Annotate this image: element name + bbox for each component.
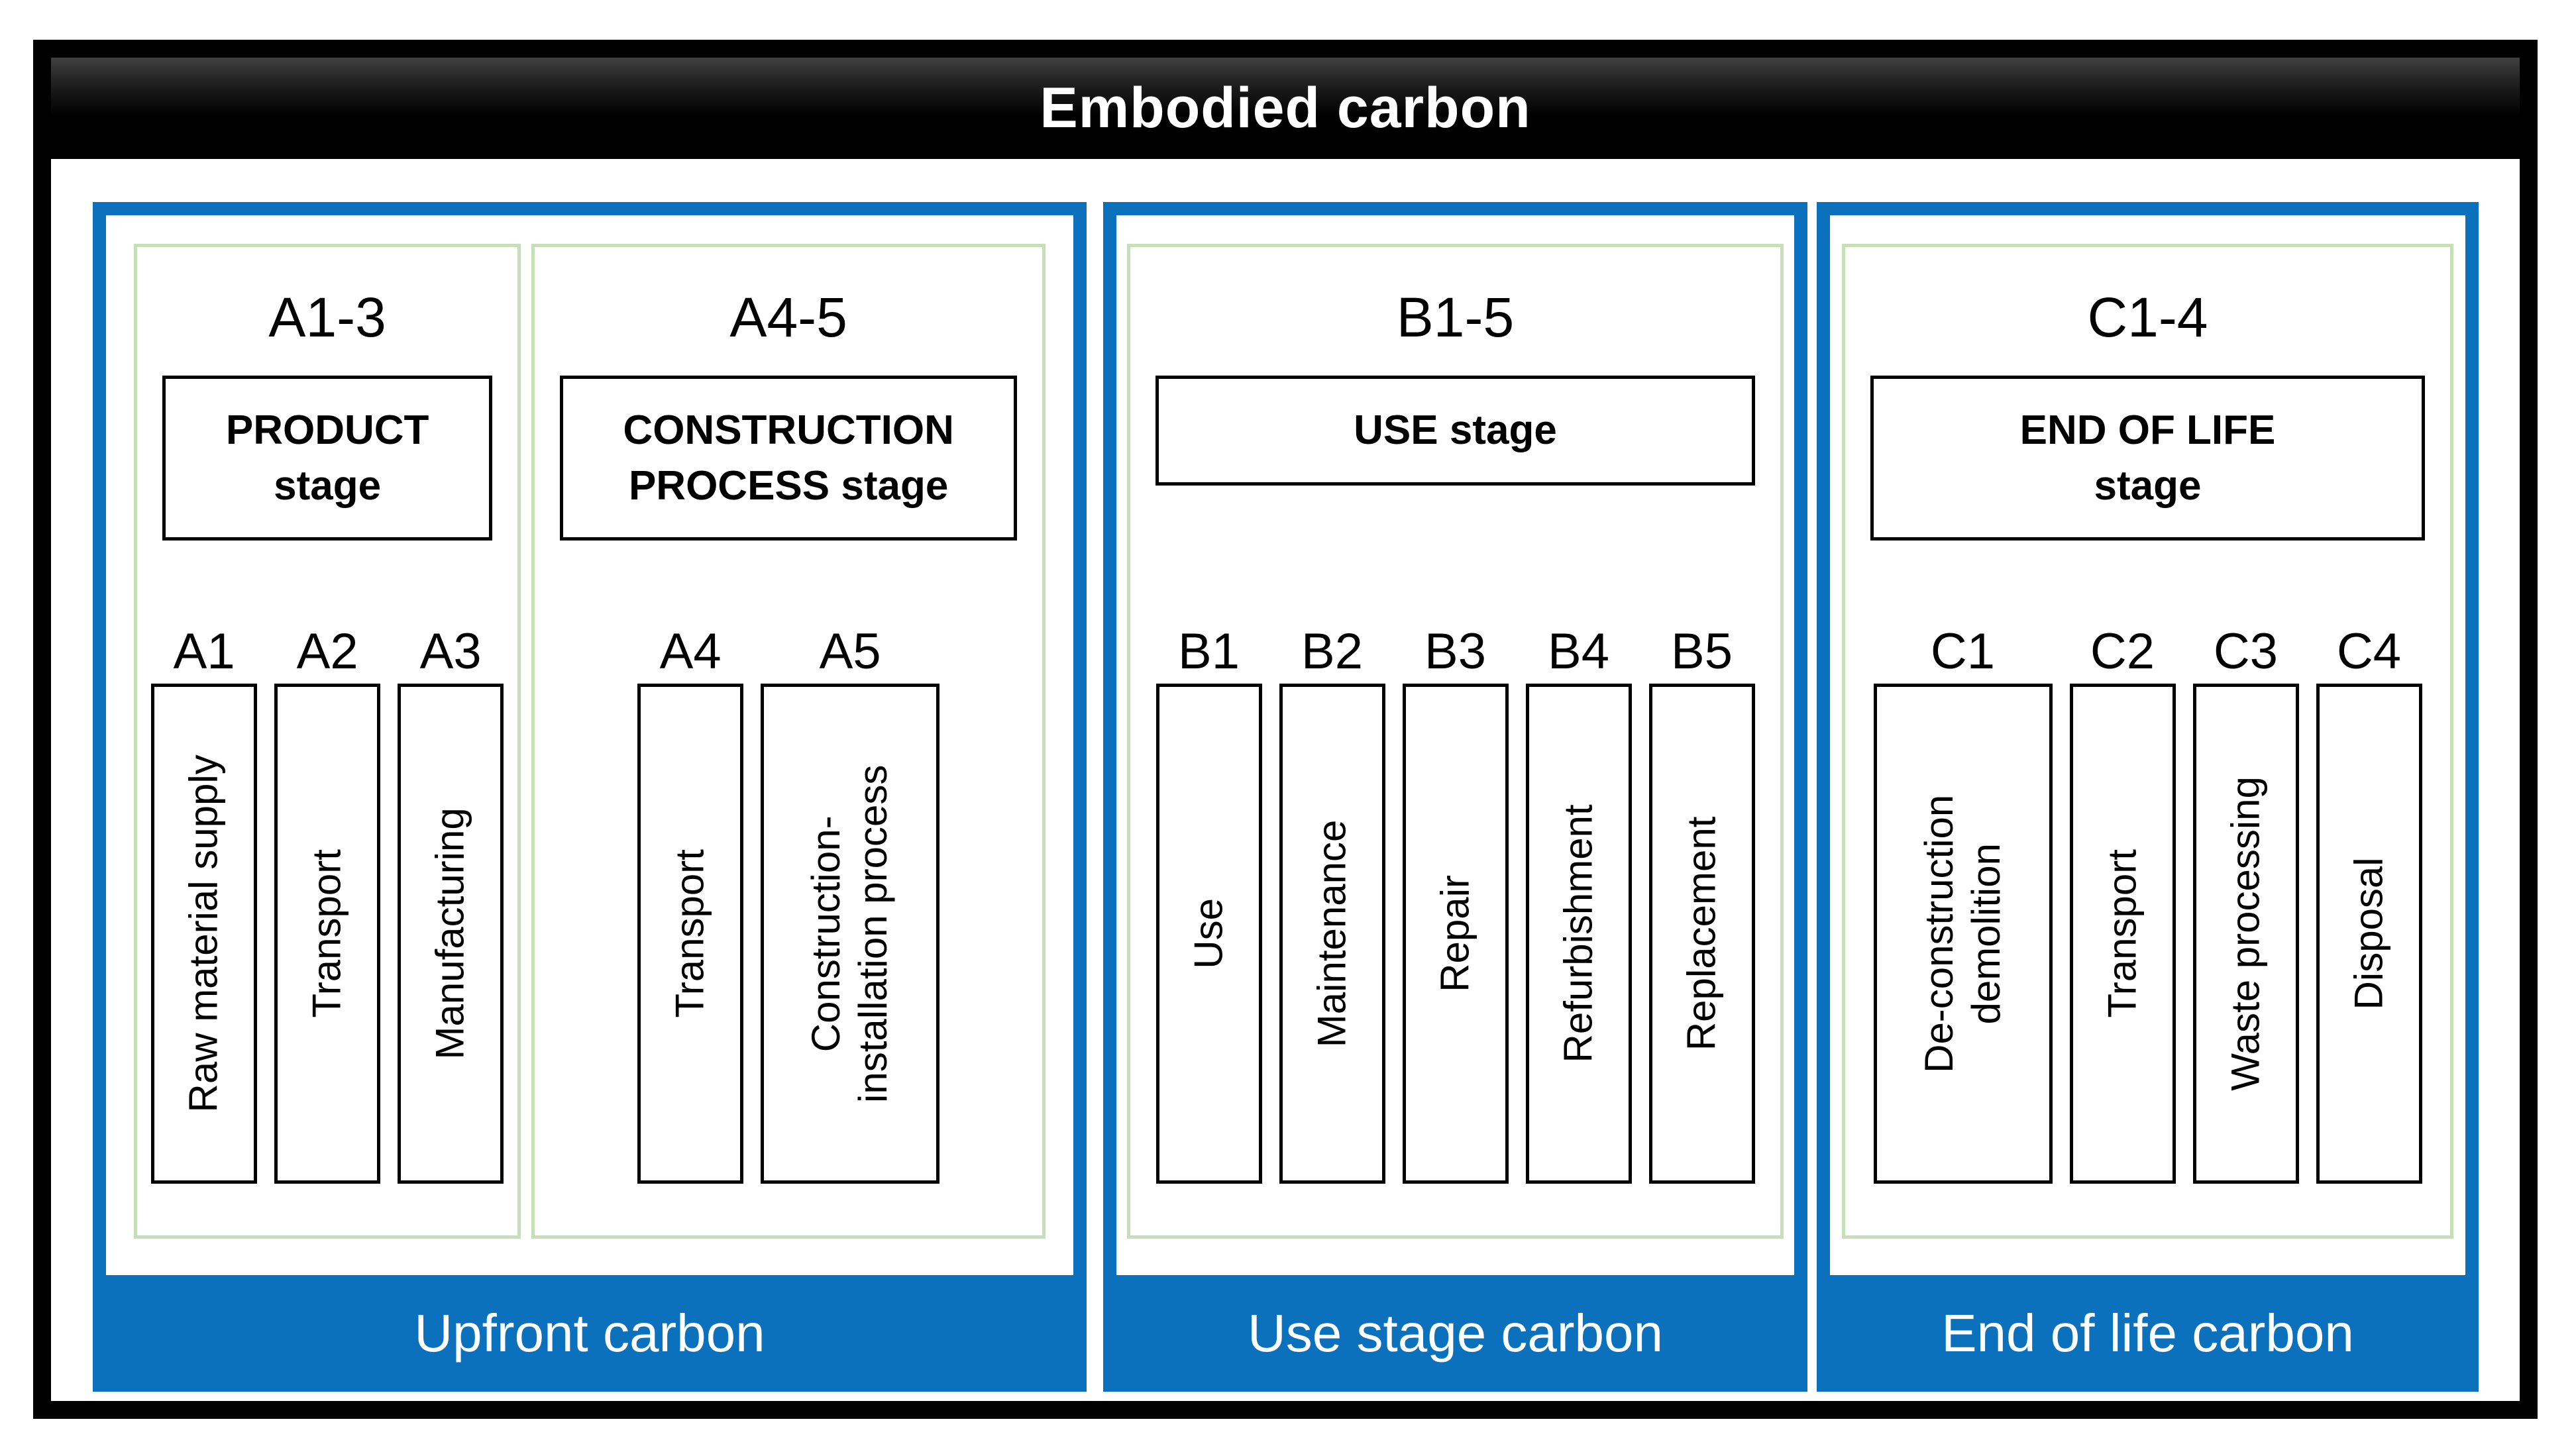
module-id-label: A4 bbox=[659, 623, 722, 680]
module-box: Refurbishment bbox=[1525, 684, 1632, 1184]
module-box: Use bbox=[1155, 684, 1262, 1184]
module-id-label: B5 bbox=[1671, 623, 1733, 680]
section-banner-label: Upfront carbon bbox=[93, 1275, 1087, 1392]
module-id-label: C1 bbox=[1930, 623, 1996, 680]
module-name-vertical: Construction- installation process bbox=[804, 764, 896, 1103]
module-box: Repair bbox=[1402, 684, 1509, 1184]
title-banner: Embodied carbon bbox=[51, 58, 2520, 159]
group-range-label: A1-3 bbox=[268, 286, 386, 348]
module-id-label: C3 bbox=[2213, 623, 2279, 680]
module-box: Waste processing bbox=[2192, 684, 2299, 1184]
module-id-label: B4 bbox=[1548, 623, 1609, 680]
module-name-vertical: Disposal bbox=[2346, 857, 2391, 1010]
module-name-vertical: De-construction demolition bbox=[1916, 794, 2008, 1073]
stage-name-box: CONSTRUCTION PROCESS stage bbox=[560, 376, 1017, 541]
module-name-vertical: Replacement bbox=[1679, 816, 1724, 1051]
module-id-label: C2 bbox=[2090, 623, 2155, 680]
module-box: Transport bbox=[2069, 684, 2176, 1184]
module-name-vertical: Manufacturing bbox=[427, 807, 472, 1060]
section-banner-label: Use stage carbon bbox=[1103, 1275, 1807, 1392]
module-id-label: C4 bbox=[2336, 623, 2402, 680]
group-range-label: A4-5 bbox=[729, 286, 847, 348]
module-name-vertical: Transport bbox=[667, 849, 712, 1018]
module-id-label: A3 bbox=[419, 623, 482, 680]
module-name-vertical: Use bbox=[1186, 898, 1231, 969]
module-id-label: B2 bbox=[1301, 623, 1363, 680]
module-id-label: B3 bbox=[1424, 623, 1486, 680]
module-name-vertical: Transport bbox=[2100, 849, 2145, 1018]
module-box: Disposal bbox=[2316, 684, 2422, 1184]
module-box: De-construction demolition bbox=[1873, 684, 2053, 1184]
module-box: Raw material supply bbox=[151, 684, 258, 1184]
module-name-vertical: Refurbishment bbox=[1556, 804, 1601, 1063]
module-box: Maintenance bbox=[1279, 684, 1385, 1184]
module-box: Construction- installation process bbox=[761, 684, 940, 1184]
module-box: Transport bbox=[274, 684, 381, 1184]
module-name-vertical: Transport bbox=[304, 849, 349, 1018]
module-name-vertical: Maintenance bbox=[1309, 819, 1354, 1048]
stage-name-box: PRODUCT stage bbox=[162, 376, 493, 541]
module-box: Transport bbox=[637, 684, 744, 1184]
module-id-label: A5 bbox=[819, 623, 881, 680]
diagram-title: Embodied carbon bbox=[1040, 76, 1531, 140]
module-name-vertical: Waste processing bbox=[2223, 776, 2268, 1091]
module-box: Replacement bbox=[1648, 684, 1755, 1184]
module-id-label: A2 bbox=[296, 623, 358, 680]
module-box: Manufacturing bbox=[398, 684, 504, 1184]
module-name-vertical: Repair bbox=[1432, 875, 1477, 992]
module-name-vertical: Raw material supply bbox=[181, 754, 226, 1113]
module-id-label: B1 bbox=[1178, 623, 1240, 680]
stage-name-box: USE stage bbox=[1155, 376, 1755, 486]
section-banner-label: End of life carbon bbox=[1817, 1275, 2479, 1392]
stage-name-box: END OF LIFE stage bbox=[1870, 376, 2425, 541]
group-range-label: C1-4 bbox=[2087, 286, 2208, 348]
group-range-label: B1-5 bbox=[1396, 286, 1515, 348]
module-id-label: A1 bbox=[173, 623, 235, 680]
